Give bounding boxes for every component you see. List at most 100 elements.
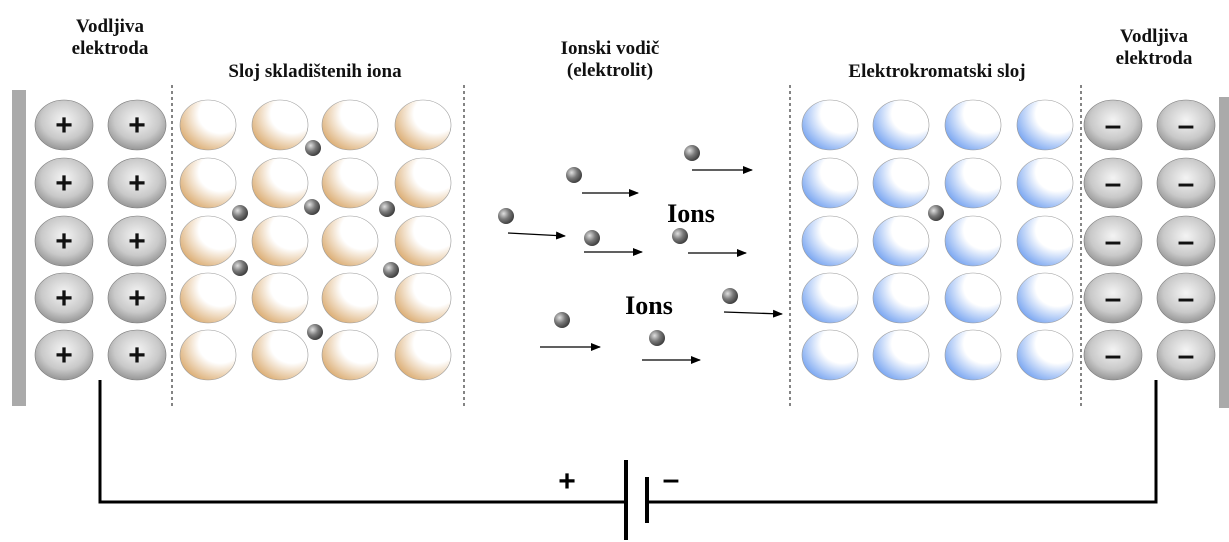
ions-label-upper: Ions — [667, 199, 715, 228]
storage-sphere — [321, 99, 379, 151]
electrochromic-sphere — [801, 215, 859, 267]
trapped-ions — [232, 140, 944, 340]
right-electrode-sign: – — [1178, 225, 1195, 258]
ion-conductor-label-line2: (elektrolit) — [566, 60, 654, 81]
right-electrode-sign: – — [1105, 225, 1122, 258]
battery-positive-symbol: + — [558, 465, 576, 498]
right-electrode-sign: – — [1178, 282, 1195, 315]
right-electrode-sphere — [1083, 157, 1143, 209]
storage-sphere — [321, 157, 379, 209]
ion — [672, 228, 688, 244]
electrochromic-sphere — [1016, 99, 1074, 151]
ion-conductor-label: Ionski vodič (elektrolit) — [520, 38, 700, 82]
left-electrode-sign: + — [55, 339, 73, 372]
storage-sphere — [179, 99, 237, 151]
right-electrode-sign: – — [1105, 282, 1122, 315]
storage-sphere — [251, 99, 309, 151]
left-electrode-label: Vodljiva elektroda — [45, 16, 175, 60]
left-electrode-sign: + — [128, 282, 146, 315]
storage-sphere — [321, 272, 379, 324]
wire-left — [98, 380, 624, 504]
left-electrode-sign: + — [128, 167, 146, 200]
storage-sphere — [251, 272, 309, 324]
electrochromic-sphere — [944, 215, 1002, 267]
left-electrode-sign: + — [55, 225, 73, 258]
right-electrode-sign: – — [1178, 167, 1195, 200]
left-electrode-sphere — [107, 329, 167, 381]
left-electrode-sign: + — [55, 167, 73, 200]
right-electrode-label: Vodljiva elektroda — [1089, 26, 1219, 70]
right-electrode-sign: – — [1105, 167, 1122, 200]
electrochromic-sphere — [944, 157, 1002, 209]
ion — [304, 199, 320, 215]
electrochromic-sphere — [872, 157, 930, 209]
storage-sphere — [321, 329, 379, 381]
ion — [554, 312, 570, 328]
ion — [379, 201, 395, 217]
ion — [232, 205, 248, 221]
electrochromic-sphere — [801, 157, 859, 209]
moving-ions — [498, 145, 783, 364]
left-electrode-label-line2: elektroda — [71, 38, 149, 59]
right-electrode-sphere — [1156, 157, 1216, 209]
right-electrode-sign: – — [1178, 339, 1195, 372]
right-electrode-sphere — [1083, 272, 1143, 324]
storage-sphere — [179, 157, 237, 209]
ion — [566, 167, 582, 183]
electrochromic-layer-label: Elektrokromatski sloj — [848, 61, 1026, 82]
ion — [305, 140, 321, 156]
storage-sphere — [251, 329, 309, 381]
ion — [383, 262, 399, 278]
right-electrode-sphere — [1156, 272, 1216, 324]
ion — [928, 205, 944, 221]
electrochromic-sphere — [872, 215, 930, 267]
left-electrode-sphere — [34, 215, 94, 267]
left-electrode-sphere — [107, 215, 167, 267]
ion-storage-layer-label: Sloj skladištenih iona — [228, 61, 402, 82]
right-electrode-label-line1: Vodljiva — [1120, 26, 1188, 47]
electrochromic-sphere — [1016, 157, 1074, 209]
electrochromic-sphere — [872, 329, 930, 381]
electrochromic-sphere — [944, 329, 1002, 381]
left-electrode-sign: + — [55, 109, 73, 142]
ion — [498, 208, 514, 224]
right-electrode-sphere — [1156, 99, 1216, 151]
ion-arrow — [507, 231, 566, 240]
storage-sphere — [251, 215, 309, 267]
storage-sphere — [321, 215, 379, 267]
electrochromic-spheres — [801, 99, 1074, 381]
right-electrode-spheres: –––––––––– — [1083, 99, 1216, 381]
right-electrode-sign: – — [1105, 109, 1122, 142]
right-electrode-sphere — [1083, 329, 1143, 381]
ion — [307, 324, 323, 340]
electrochromic-sphere — [872, 272, 930, 324]
left-electrode-sphere — [34, 272, 94, 324]
left-electrode-sphere — [34, 99, 94, 151]
storage-sphere — [394, 215, 452, 267]
storage-sphere — [251, 157, 309, 209]
storage-sphere — [394, 99, 452, 151]
electrochromic-sphere — [801, 272, 859, 324]
ion-storage-spheres — [179, 99, 452, 381]
electrochromic-sphere — [872, 99, 930, 151]
storage-sphere — [394, 157, 452, 209]
electrochromic-sphere — [944, 99, 1002, 151]
left-electrode-sign: + — [128, 109, 146, 142]
ion — [684, 145, 700, 161]
right-electrode-sign: – — [1105, 339, 1122, 372]
left-electrode-sphere — [107, 99, 167, 151]
external-circuit — [98, 380, 1158, 540]
wire-right — [648, 380, 1158, 504]
electrochromic-sphere — [1016, 215, 1074, 267]
right-electrode-bar — [1219, 97, 1229, 408]
ion — [649, 330, 665, 346]
left-electrode-bar — [12, 90, 26, 406]
left-electrode-sphere — [34, 157, 94, 209]
electrochromic-sphere — [1016, 272, 1074, 324]
right-electrode-sphere — [1156, 215, 1216, 267]
ions-label-lower: Ions — [625, 291, 673, 320]
electrochromic-sphere — [1016, 329, 1074, 381]
left-electrode-sign: + — [128, 339, 146, 372]
left-electrode-sphere — [107, 157, 167, 209]
